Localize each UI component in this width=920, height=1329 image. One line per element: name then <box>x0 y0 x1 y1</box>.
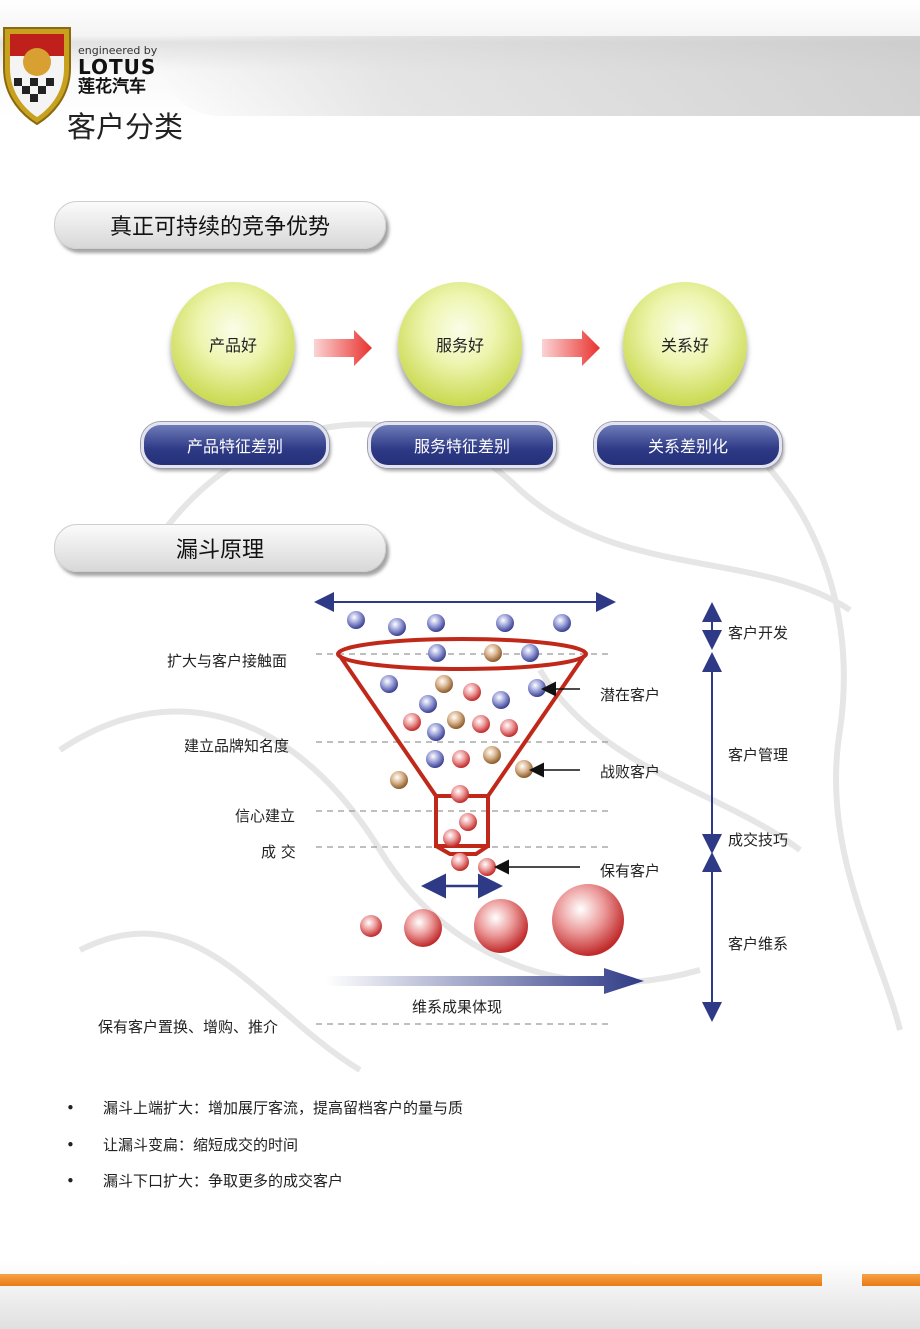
label-potential-customer: 潜在客户 <box>600 686 661 704</box>
label-deal: 成 交 <box>261 843 296 861</box>
label-lost-customer: 战败客户 <box>600 763 661 781</box>
stage-development: 客户开发 <box>728 624 789 642</box>
bullet-list-item: •漏斗下口扩大：争取更多的成交客户 <box>66 1172 344 1190</box>
stage-maintenance: 客户维系 <box>728 935 789 953</box>
page-title: 客户分类 <box>67 110 184 144</box>
bullet-list-item: •漏斗上端扩大：增加展厅客流，提高留档客户的量与质 <box>66 1099 464 1117</box>
label-confidence: 信心建立 <box>235 807 296 825</box>
stage-closing-skills: 成交技巧 <box>728 831 789 849</box>
logo-tagline: engineered by <box>78 44 158 57</box>
header-swoosh <box>160 36 920 116</box>
footer-orange-stripe <box>0 1274 822 1286</box>
logo-chinese: 莲花汽车 <box>78 77 146 97</box>
logo-wordmark: LOTUS <box>78 55 157 79</box>
bullet-list-item: •让漏斗变扁：缩短成交的时间 <box>66 1136 299 1154</box>
bullet-dot: • <box>66 1172 75 1190</box>
bullet-dot: • <box>66 1099 75 1117</box>
footer-band <box>0 1262 920 1329</box>
bullet-dot: • <box>66 1136 75 1154</box>
label-retained-replace: 保有客户置换、增购、推介 <box>98 1018 279 1036</box>
bar-service-differentiation: 服务特征差别 <box>368 422 556 468</box>
sphere-product: 产品好 <box>171 282 295 406</box>
label-maintenance-results: 维系成果体现 <box>412 998 503 1016</box>
bar-relationship-differentiation: 关系差别化 <box>594 422 782 468</box>
label-retained-customer: 保有客户 <box>600 862 661 880</box>
footer-orange-stripe-end <box>862 1274 920 1286</box>
sphere-relationship: 关系好 <box>623 282 747 406</box>
arrow-right-icon <box>542 330 600 366</box>
lotus-logo-text: engineered by LOTUS 莲花汽车 <box>78 44 157 97</box>
sphere-service: 服务好 <box>398 282 522 406</box>
arrow-right-icon <box>314 330 372 366</box>
customer-balls <box>347 611 624 956</box>
bar-product-differentiation: 产品特征差别 <box>141 422 329 468</box>
lotus-badge-icon <box>3 27 71 126</box>
section-competitive-advantage-title: 真正可持续的竞争优势 <box>54 201 386 249</box>
section-funnel-title: 漏斗原理 <box>54 524 386 572</box>
stage-management: 客户管理 <box>728 746 789 764</box>
label-brand-awareness: 建立品牌知名度 <box>184 737 290 755</box>
funnel-diagram <box>314 592 722 1025</box>
label-expand-contact: 扩大与客户接触面 <box>167 652 288 670</box>
